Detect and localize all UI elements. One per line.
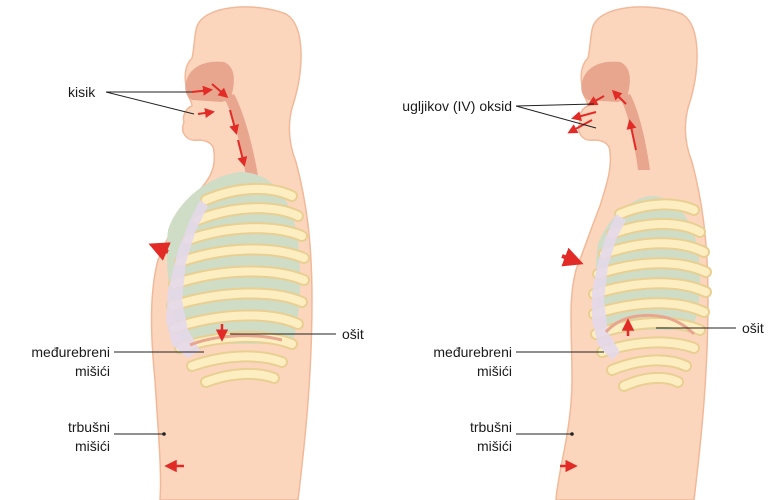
abdominal-muscles-label-line2: mišići <box>400 437 512 455</box>
intercostal-muscles-label-line1: međurebreni <box>0 343 110 361</box>
abdominal-point <box>570 432 574 436</box>
diaphragm-label: ošit <box>342 325 364 343</box>
inhalation-figure <box>106 7 336 500</box>
abdominal-muscles-label-line1: trbušni <box>0 418 110 436</box>
abdominal-point <box>162 432 166 436</box>
carbon-dioxide-label: ugljikov (IV) oksid <box>360 97 512 115</box>
abdominal-muscles-label-line1: trbušni <box>400 418 512 436</box>
abdominal-muscles-label-line2: mišići <box>0 437 110 455</box>
exhalation-figure <box>516 7 736 500</box>
diaphragm-label: ošit <box>742 319 764 337</box>
intercostal-muscles-label-line1: međurebreni <box>400 343 512 361</box>
chest-compression-arrow <box>562 256 578 262</box>
intercostal-muscles-label-line2: mišići <box>400 362 512 380</box>
oxygen-label: kisik <box>68 83 95 101</box>
intercostal-muscles-label-line2: mišići <box>0 362 110 380</box>
